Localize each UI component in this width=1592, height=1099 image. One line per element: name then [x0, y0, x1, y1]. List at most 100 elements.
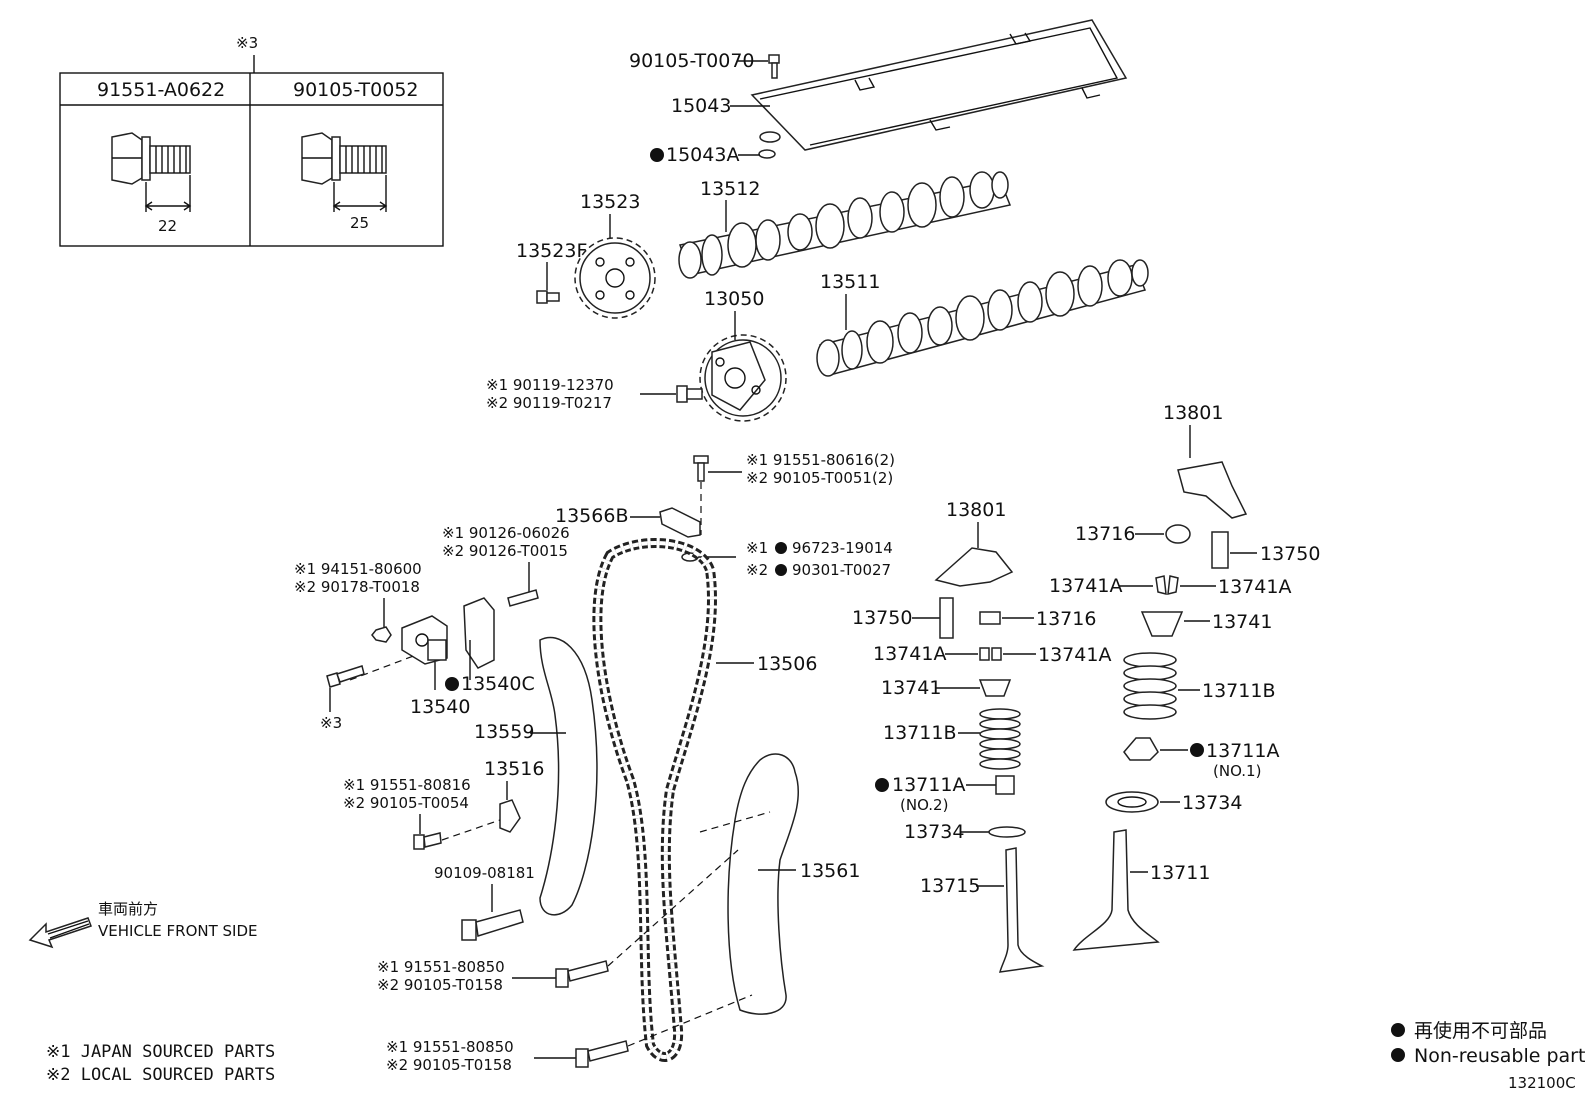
bolt-90109-08181-drawing	[461, 909, 524, 941]
non-reusable-marker	[775, 564, 787, 576]
table-ref-mark: ※3	[236, 34, 258, 52]
label-15043A: 15043A	[666, 144, 739, 166]
label-bolt-13516-local: ※2 90105-T0054	[343, 794, 469, 812]
flange-bolt-1-drawing	[111, 132, 192, 212]
label-stud-local: ※2 90126-T0015	[442, 542, 568, 560]
label-13741A-left-2: 13741A	[1038, 644, 1111, 666]
camshaft-13512-drawing	[678, 171, 1012, 279]
shim-13716-left-drawing	[979, 611, 1001, 625]
label-no1: (NO.1)	[1213, 762, 1261, 780]
non-reusable-marker	[875, 778, 889, 792]
non-reusable-marker	[775, 542, 787, 554]
label-13540: 13540	[410, 696, 470, 718]
label-nut-local: ※2 90178-T0018	[294, 578, 420, 596]
table-part-1: 91551-A0622	[97, 79, 225, 101]
label-13711B-left: 13711B	[883, 722, 956, 744]
label-gasket-local-part: 90301-T0027	[792, 561, 891, 579]
label-stud-japan: ※1 90126-06026	[442, 524, 570, 542]
label-13511: 13511	[820, 271, 880, 293]
non-reusable-marker	[445, 677, 459, 691]
table-length-2: 25	[350, 214, 369, 232]
lash-adjuster-13750-left-drawing	[939, 597, 954, 639]
front-label-en: VEHICLE FRONT SIDE	[98, 922, 258, 940]
bolt-90105-T0070-drawing	[768, 54, 780, 79]
table-part-2: 90105-T0052	[293, 79, 419, 101]
table-length-1: 22	[158, 217, 177, 235]
non-reusable-marker	[650, 148, 664, 162]
label-13506: 13506	[757, 653, 817, 675]
legend-marker	[1391, 1048, 1405, 1062]
label-13741-right: 13741	[1212, 611, 1272, 633]
label-13516: 13516	[484, 758, 544, 780]
front-label-jp: 車両前方	[98, 900, 158, 918]
label-bolt-a-local: ※2 90105-T0158	[377, 976, 503, 994]
legend-marker	[1391, 1023, 1405, 1037]
label-13711B-right: 13711B	[1202, 680, 1275, 702]
label-13512: 13512	[700, 178, 760, 200]
label-bolt-13516-japan: ※1 91551-80816	[343, 776, 471, 794]
keeper-right-1-drawing	[1155, 575, 1167, 595]
label-ref3: ※3	[320, 714, 342, 732]
valve-spring-right-drawing	[1123, 652, 1177, 720]
label-15043: 15043	[671, 95, 731, 117]
label-13741A-right-1: 13741A	[1049, 575, 1122, 597]
label-bolt-13566-japan: ※1 91551-80616(2)	[746, 451, 895, 469]
shim-13716-right-drawing	[1165, 524, 1191, 544]
rocker-arm-13801-right-drawing	[1177, 461, 1248, 519]
label-13715: 13715	[920, 875, 980, 897]
label-13750-left: 13750	[852, 607, 912, 629]
stud-bolt-drawing	[507, 589, 539, 607]
figure-code: 132100C	[1508, 1074, 1576, 1092]
label-13559: 13559	[474, 721, 534, 743]
label-13741-left: 13741	[881, 677, 941, 699]
label-13734-right: 13734	[1182, 792, 1242, 814]
label-13801-top: 13801	[1163, 402, 1223, 424]
label-13540C: 13540C	[461, 673, 535, 695]
valve-seal-left-drawing	[995, 775, 1015, 795]
label-13716-right: 13716	[1075, 523, 1135, 545]
label-90109-08181: 90109-08181	[434, 864, 535, 882]
label-13711A-left: 13711A	[892, 774, 965, 796]
bolt-13050-drawing	[676, 385, 703, 403]
non-reusable-marker	[1190, 743, 1204, 757]
retainer-13741-left-drawing	[978, 679, 1012, 697]
bolt-table: ※3 91551-A0622 90105-T0052 22	[59, 34, 444, 247]
valve-seal-right-drawing	[1123, 737, 1159, 761]
label-gasket-japan: ※1	[746, 539, 768, 557]
label-gasket-local: ※2	[746, 561, 768, 579]
note-japan-sourced: ※1 JAPAN SOURCED PARTS	[46, 1042, 275, 1062]
flange-bolt-2-drawing	[301, 132, 388, 212]
spring-seat-left-drawing	[988, 826, 1026, 838]
label-13801-mid: 13801	[946, 499, 1006, 521]
rocker-arm-13801-left-drawing	[934, 547, 1014, 587]
camshaft-13511-drawing	[816, 259, 1149, 377]
spring-seat-right-drawing	[1105, 791, 1159, 813]
label-13750-right: 13750	[1260, 543, 1320, 565]
label-13561: 13561	[800, 860, 860, 882]
guide-13516-drawing	[499, 799, 521, 833]
label-13734-left: 13734	[904, 821, 964, 843]
lash-adjuster-13750-right-drawing	[1211, 531, 1229, 569]
label-13711: 13711	[1150, 862, 1210, 884]
label-13741A-left-1: 13741A	[873, 643, 946, 665]
head-cover-gasket-drawing	[750, 19, 1128, 159]
label-13716-left: 13716	[1036, 608, 1096, 630]
chain-slipper-13559-drawing	[539, 636, 598, 916]
chain-guide-13566B-drawing	[659, 507, 701, 538]
bolt-13516-drawing	[413, 832, 442, 850]
label-bolt-a-japan: ※1 91551-80850	[377, 958, 505, 976]
legend-jp: 再使用不可部品	[1414, 1020, 1547, 1042]
label-bolt-13050-local: ※2 90119-T0217	[486, 394, 612, 412]
keeper-left-2-drawing	[991, 647, 1002, 661]
vvt-gear-13050-drawing	[699, 334, 787, 422]
tensioner-13540-drawing	[401, 615, 448, 665]
bolt-13523F-drawing	[536, 290, 560, 304]
label-13523: 13523	[580, 191, 640, 213]
sprocket-13523-drawing	[574, 237, 656, 319]
keeper-right-2-drawing	[1167, 575, 1179, 595]
intake-valve-13711-drawing	[1072, 829, 1160, 951]
bolt-13566-drawing	[693, 455, 709, 482]
label-gasket-japan-part: 96723-19014	[792, 539, 893, 557]
vehicle-front-arrow	[28, 917, 92, 949]
